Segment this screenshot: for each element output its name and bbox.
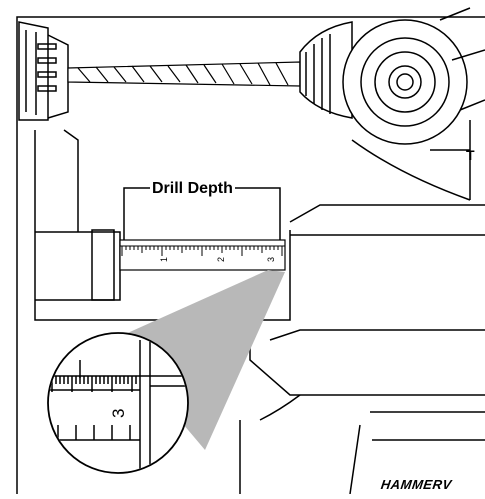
- brand-logo-text: HAMMERV: [379, 477, 453, 492]
- hammer-handle: [239, 394, 485, 495]
- side-mark-text: T: [466, 147, 475, 163]
- depth-stop-block: [18, 21, 69, 121]
- zoom-digit: 3: [109, 409, 128, 418]
- ruler-digit-2: 2: [216, 257, 226, 262]
- ruler-digit-3: 3: [266, 257, 276, 262]
- ruler-digit-1: 1: [159, 257, 169, 262]
- hammer-body: [351, 7, 485, 201]
- drill-depth-label: Drill Depth: [150, 180, 235, 198]
- zoom-inset: [47, 332, 189, 474]
- chuck: [299, 19, 468, 145]
- zoom-cone: [112, 270, 285, 450]
- depth-ruler: [119, 239, 286, 271]
- drill-bit: [67, 61, 301, 87]
